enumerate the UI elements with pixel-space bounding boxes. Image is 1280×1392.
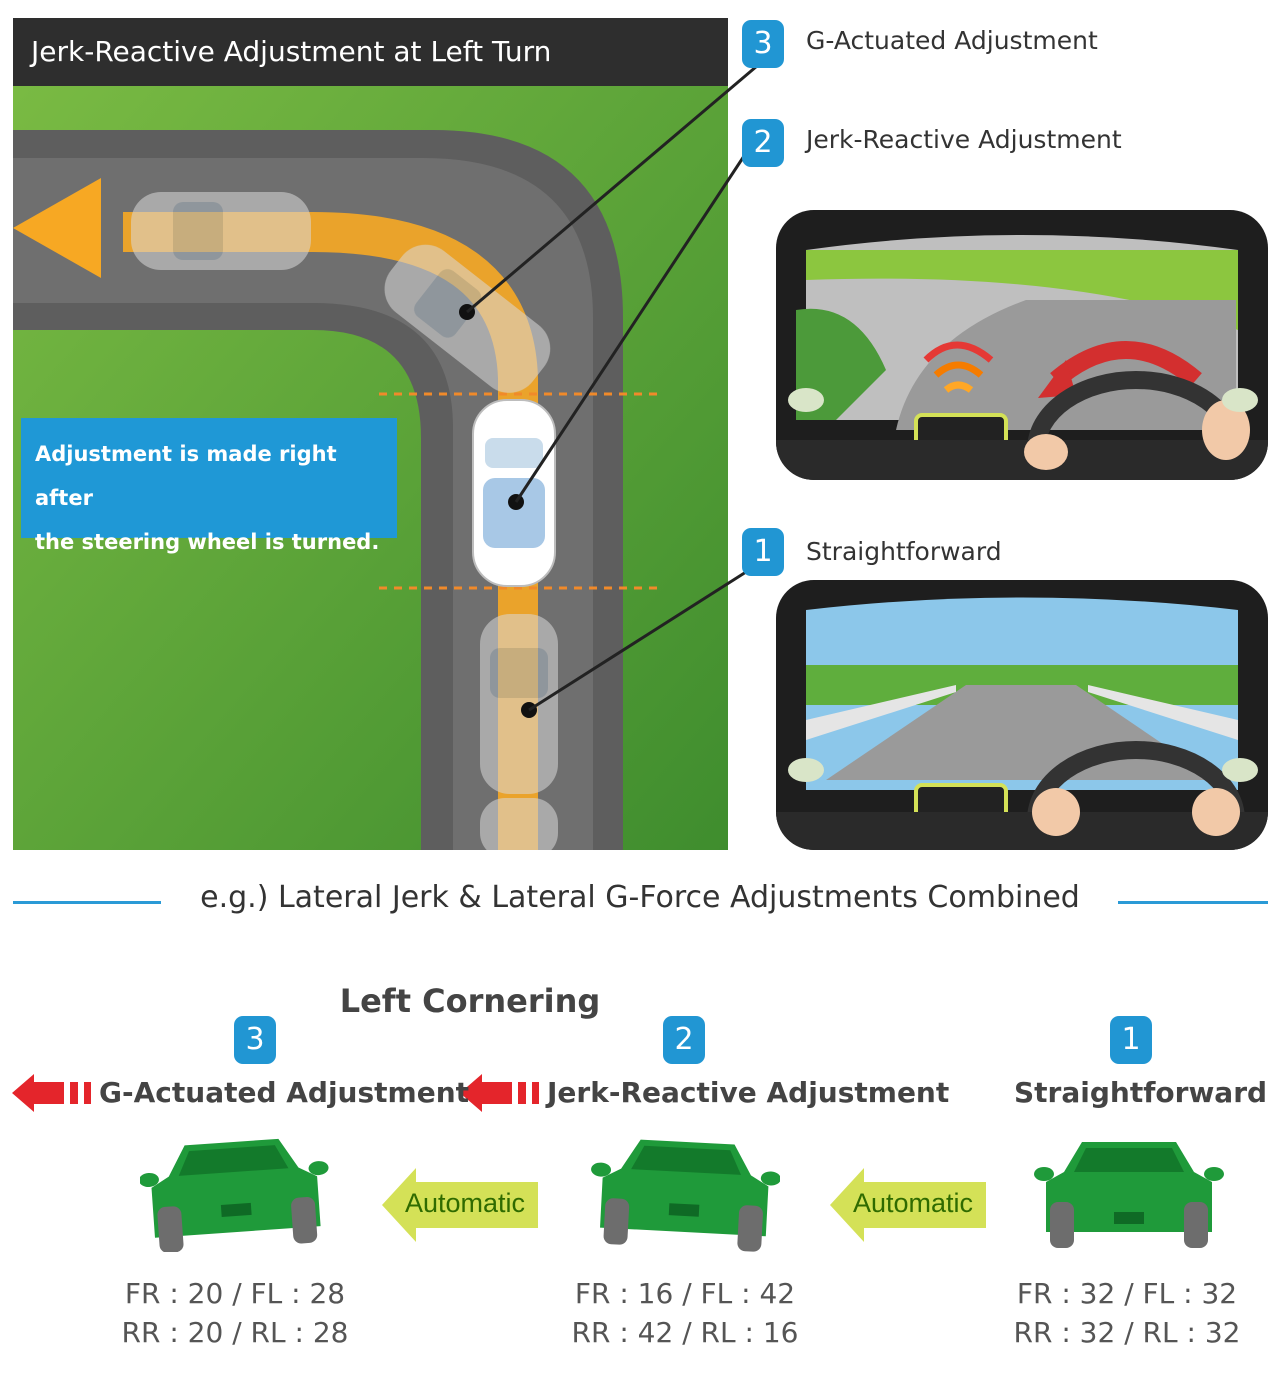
rear-values: RR : 32 / RL : 32: [1013, 1316, 1241, 1349]
info-box: Adjustment is made right after the steer…: [21, 418, 397, 554]
info-text-line1: Adjustment is made right after: [35, 442, 337, 510]
cornering-title: Left Cornering: [339, 982, 601, 1020]
tire-values-g-actuated: FR : 20 / FL : 28 RR : 20 / RL : 28: [90, 1274, 380, 1352]
car-label-g-actuated: G-Actuated Adjustment: [99, 1076, 470, 1109]
automatic-label: Automatic: [853, 1188, 974, 1218]
info-text-line2: the steering wheel is turned.: [35, 530, 380, 554]
red-arrow-icon: [460, 1074, 539, 1112]
car-front-icon-tilted-left: [140, 1138, 329, 1252]
tire-values-jerk-reactive: FR : 16 / FL : 42 RR : 42 / RL : 16: [540, 1274, 830, 1352]
car-badge-3: 3: [234, 1016, 276, 1064]
diagram-title: Jerk-Reactive Adjustment at Left Turn: [13, 18, 728, 86]
step-badge-1: 1: [742, 528, 784, 576]
automatic-label: Automatic: [405, 1188, 526, 1218]
car-badge-2: 2: [663, 1016, 705, 1064]
car-label-straightforward: Straightforward: [1014, 1076, 1268, 1109]
front-values: FR : 20 / FL : 28: [124, 1277, 346, 1310]
divider-right: [1118, 901, 1268, 904]
road-scene-illustration: [13, 18, 728, 850]
dashboard-turning-illustration: [776, 210, 1268, 480]
rear-values: RR : 42 / RL : 16: [571, 1316, 799, 1349]
car-badge-1: 1: [1110, 1016, 1152, 1064]
section-subtitle: e.g.) Lateral Jerk & Lateral G-Force Adj…: [200, 880, 1080, 915]
step-badge-3: 3: [742, 20, 784, 68]
car-front-icon-tilted-right: [591, 1139, 780, 1252]
front-values: FR : 32 / FL : 32: [1016, 1277, 1238, 1310]
step-label-jerk-reactive: Jerk-Reactive Adjustment: [806, 125, 1122, 154]
front-values: FR : 16 / FL : 42: [574, 1277, 796, 1310]
car-front-icon-level: [1034, 1142, 1224, 1248]
car-label-jerk-reactive: Jerk-Reactive Adjustment: [547, 1076, 950, 1109]
red-arrow-icon: [12, 1074, 91, 1112]
tire-values-straightforward: FR : 32 / FL : 32 RR : 32 / RL : 32: [982, 1274, 1272, 1352]
step-badge-2: 2: [742, 119, 784, 167]
divider-left: [13, 901, 161, 904]
rear-values: RR : 20 / RL : 28: [121, 1316, 349, 1349]
automatic-arrow-icon: [382, 1168, 538, 1242]
automatic-arrow-icon: [830, 1168, 986, 1242]
dashboard-straight-illustration: [776, 580, 1268, 850]
step-label-straightforward: Straightforward: [806, 537, 1002, 566]
step-label-g-actuated: G-Actuated Adjustment: [806, 26, 1098, 55]
